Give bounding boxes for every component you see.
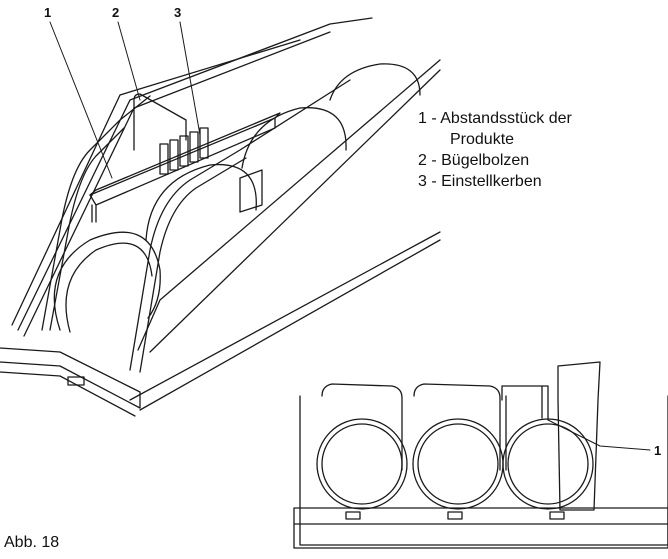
base-rail-back	[139, 239, 441, 411]
callout-3: 3	[174, 5, 182, 20]
legend-item-label-cont: Produkte	[450, 131, 515, 148]
wire-frame-right-2	[139, 157, 247, 373]
detail-slot-2	[447, 511, 463, 520]
spiral-coil-4	[329, 63, 421, 101]
callout-leader-3	[179, 21, 201, 136]
detail-slot-1	[345, 511, 361, 520]
hanging-tab	[239, 169, 263, 213]
detail-frame	[299, 395, 668, 546]
legend: 1 - Abstandsstück der Produkte 2 - Bügel…	[418, 108, 572, 192]
spiral-coil-3	[241, 107, 347, 169]
right-rail	[137, 59, 441, 351]
wire-frame-left-2	[49, 127, 125, 331]
tray-front-detail-view	[293, 361, 668, 549]
legend-item-label: Abstandsstück der	[440, 110, 572, 127]
wire-frame-left	[41, 95, 151, 331]
wire-frame-right	[129, 79, 351, 371]
back-rail	[11, 39, 301, 326]
spacer-bar-drop	[91, 204, 97, 223]
base-rail-front	[129, 231, 441, 401]
legend-item-label: Bügelbolzen	[441, 152, 530, 169]
detail-product-block	[557, 361, 601, 511]
callout-leader-2	[117, 21, 141, 101]
callout-detail-1: 1	[654, 443, 662, 458]
detail-spacer-pin	[501, 385, 549, 421]
figure-caption: Abb. 18	[4, 534, 60, 551]
front-slot	[67, 376, 85, 386]
legend-item-3: 3 - Einstellkerben	[418, 173, 542, 190]
legend-item-label: Einstellkerben	[441, 173, 542, 190]
detail-base	[293, 507, 668, 549]
legend-item-1: 1 - Abstandsstück der	[418, 110, 572, 127]
callout-leader-1	[49, 21, 113, 179]
spiral-coil-front	[53, 231, 161, 331]
detail-compartment-2	[412, 383, 504, 510]
callout-1: 1	[44, 5, 52, 20]
legend-item-number: 3	[418, 173, 427, 190]
spacer-bar	[89, 117, 276, 206]
detail-slot-3	[549, 511, 565, 520]
legend-item-number: 1	[418, 110, 427, 127]
bracket-pin	[133, 93, 187, 151]
left-rail	[17, 17, 373, 331]
right-rail-inner	[149, 69, 441, 353]
legend-item-2: 2 - Bügelbolzen	[418, 152, 530, 169]
callout-2: 2	[112, 5, 120, 20]
detail-compartment-1	[316, 383, 408, 510]
spiral-coil-front-inner	[65, 242, 153, 333]
tray-isometric-view	[0, 17, 441, 417]
legend-item-number: 2	[418, 152, 427, 169]
spiral-coil-2	[145, 163, 257, 241]
adjustment-notches	[159, 127, 209, 175]
callout-leader-detail	[547, 419, 651, 451]
front-tray-lip	[0, 347, 141, 409]
legend-item-1-continuation: Produkte	[418, 129, 572, 150]
front-tray-lip-2	[0, 371, 136, 417]
